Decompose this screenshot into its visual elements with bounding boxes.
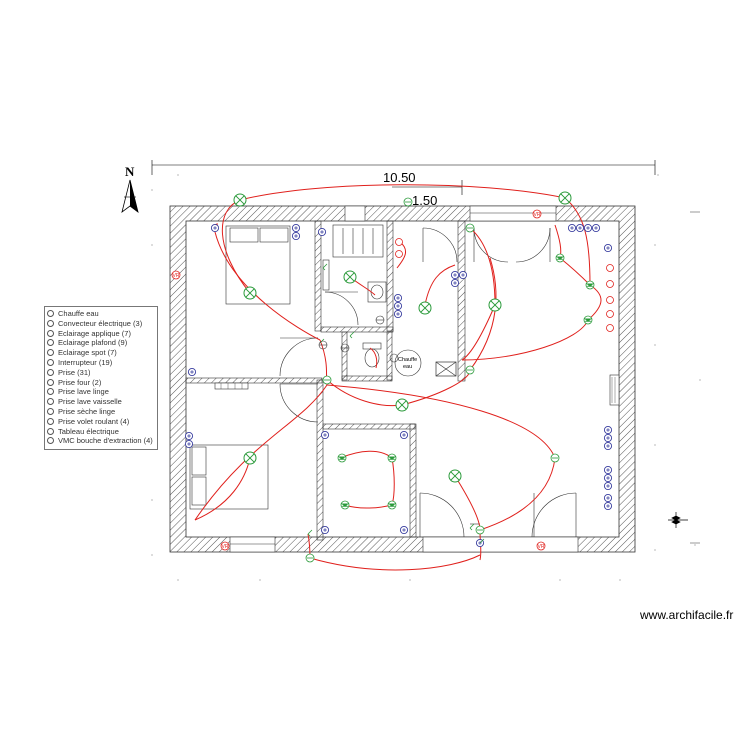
legend-item-label: Eclairage applique (7): [58, 328, 131, 338]
legend-item: Prise sèche linge: [47, 407, 115, 416]
dimension-total-label: 10.50: [383, 170, 416, 185]
legend-item: Prise lave vaisselle: [47, 397, 122, 406]
legend-item: Convecteur électrique (3): [47, 319, 142, 328]
oven-outlet-icon: [47, 378, 54, 386]
legend-item: Interrupteur (19): [47, 358, 112, 367]
legend-connector: [690, 211, 700, 544]
legend-item-label: Prise four (2): [58, 377, 102, 387]
crosshair-icon: [668, 512, 688, 528]
dimension-partial-label: 1.50: [412, 193, 437, 208]
water-heater-label-2: eau: [403, 364, 412, 370]
dimension-line: [151, 160, 656, 195]
water-heater-label-1: Chauffe: [398, 357, 417, 363]
wall-light-icon: [47, 329, 54, 337]
legend-item-label: VMC bouche d'extraction (4): [58, 436, 153, 446]
legend-item-label: Eclairage spot (7): [58, 348, 117, 358]
switch-icon: [47, 359, 54, 366]
legend-item-label: Eclairage plafond (9): [58, 338, 128, 348]
shutter-outlet-icon: [47, 417, 54, 425]
dryer-outlet-icon: [47, 408, 54, 415]
north-arrow-icon: [121, 179, 139, 213]
north-label: N: [125, 164, 135, 179]
bed-1: [225, 225, 291, 305]
ceiling-light-icon: [47, 339, 54, 347]
legend-item-label: Convecteur électrique (3): [58, 318, 143, 328]
doors: [279, 227, 577, 538]
legend-item: Eclairage plafond (9): [47, 338, 127, 347]
legend-item: Eclairage applique (7): [47, 329, 131, 338]
legend-item-label: Prise (31): [58, 367, 91, 377]
legend-item: VMC bouche d'extraction (4): [47, 436, 153, 445]
electrical-panel: [435, 361, 457, 377]
legend-item-label: Prise lave vaisselle: [58, 397, 122, 407]
legend-item-label: Chauffe eau: [58, 309, 99, 318]
legend-item: Prise lave linge: [47, 387, 109, 396]
shower: [322, 224, 384, 291]
legend-item: Tableau électrique: [47, 427, 119, 436]
spot-light-icon: [47, 349, 54, 357]
legend-item-label: Interrupteur (19): [58, 358, 113, 367]
water-heater-icon: [47, 310, 54, 317]
legend-item: Eclairage spot (7): [47, 348, 117, 357]
washer-outlet-icon: [47, 388, 54, 396]
legend-item: Chauffe eau: [47, 309, 99, 318]
watermark: www.archifacile.fr: [640, 608, 734, 622]
legend-item: Prise volet roulant (4): [47, 417, 129, 426]
vmc-icon: [47, 437, 54, 445]
grid-markers: [151, 174, 701, 581]
oven-outlet-icon: [395, 238, 614, 332]
legend-item: Prise four (2): [47, 378, 101, 387]
dishwasher-outlet-icon: [47, 398, 54, 406]
legend-item-label: Tableau électrique: [58, 426, 119, 436]
convector-icon: [47, 319, 54, 327]
legend-item: Prise (31): [47, 368, 91, 377]
bed-2: [189, 444, 269, 510]
water-heater: Chauffe eau: [394, 349, 422, 377]
radiator-1: [214, 382, 249, 390]
vmc-icon: [318, 315, 399, 363]
electrical-panel-icon: [47, 427, 54, 435]
legend-item-label: Prise sèche linge: [58, 407, 116, 416]
outlet-icon: [47, 368, 54, 376]
interior-walls: [185, 220, 466, 541]
legend-item-label: Prise lave linge: [58, 387, 109, 397]
legend-item-label: Prise volet roulant (4): [58, 416, 130, 426]
